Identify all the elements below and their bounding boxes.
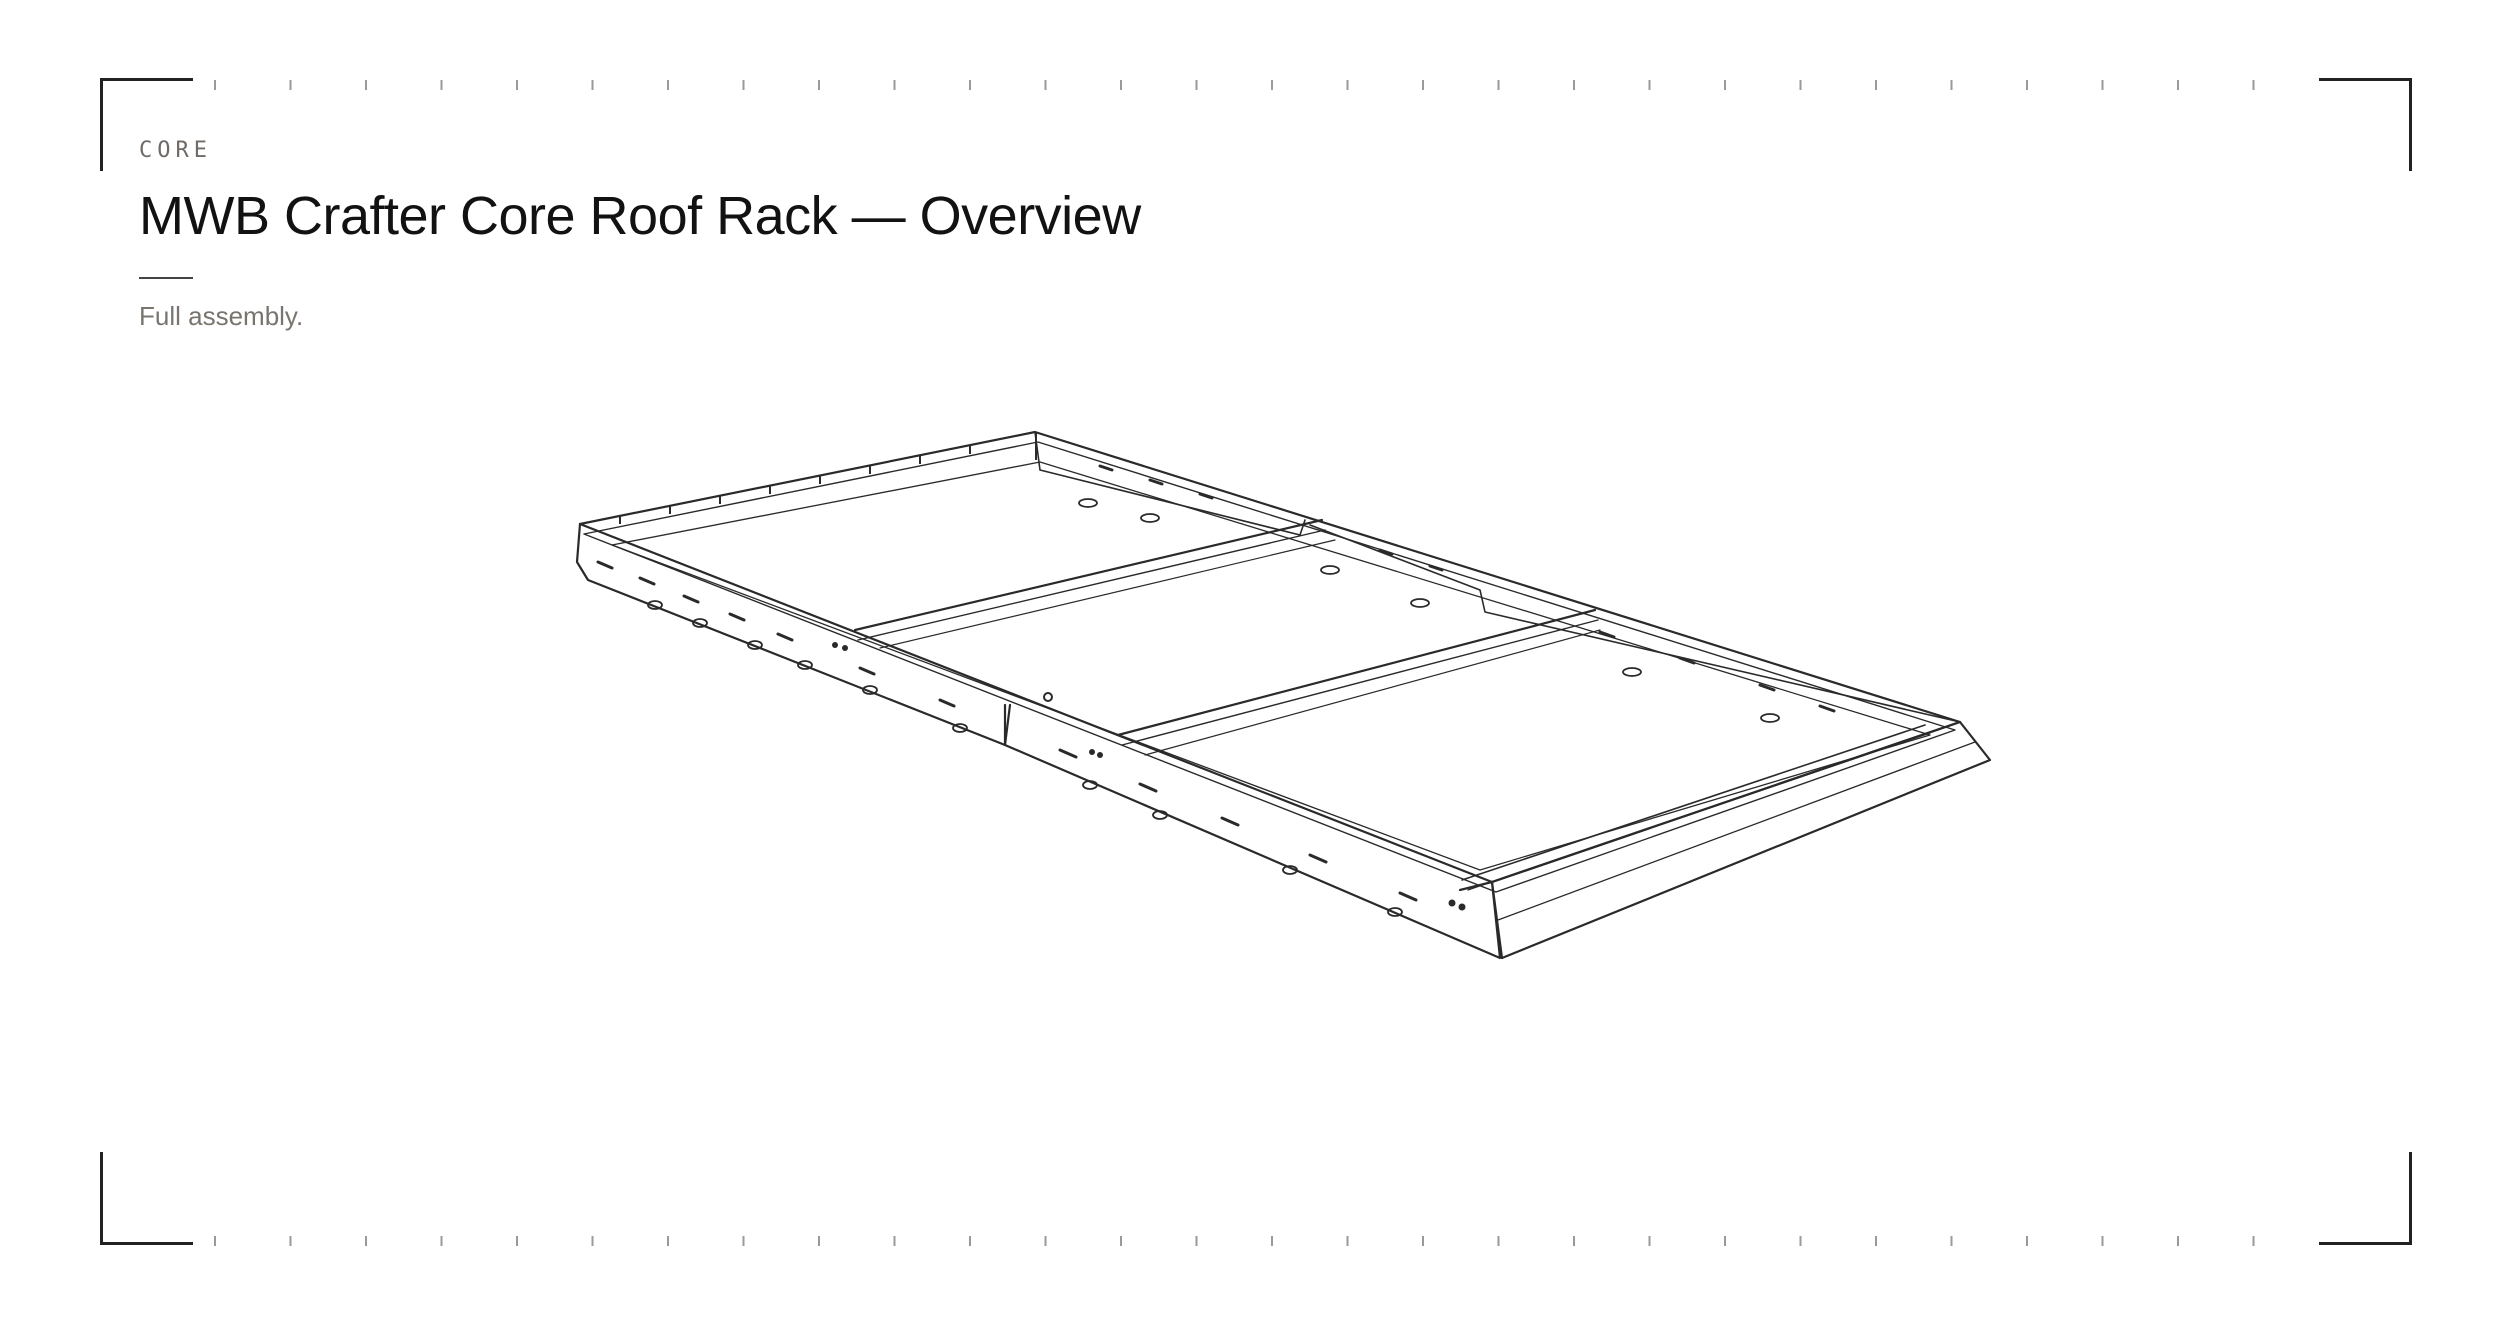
frame-corner-top-right	[2319, 78, 2412, 171]
page-title: MWB Crafter Core Roof Rack — Overview	[139, 186, 1141, 246]
page-subtitle: Full assembly.	[139, 301, 304, 331]
section-label: CORE	[139, 138, 212, 163]
title-divider	[139, 277, 193, 279]
frame-corner-bottom-left	[100, 1152, 193, 1245]
header: CORE MWB Crafter Core Roof Rack — Overvi…	[139, 138, 1141, 332]
frame-corner-top-left	[100, 78, 193, 171]
frame-corner-bottom-right	[2319, 1152, 2412, 1245]
